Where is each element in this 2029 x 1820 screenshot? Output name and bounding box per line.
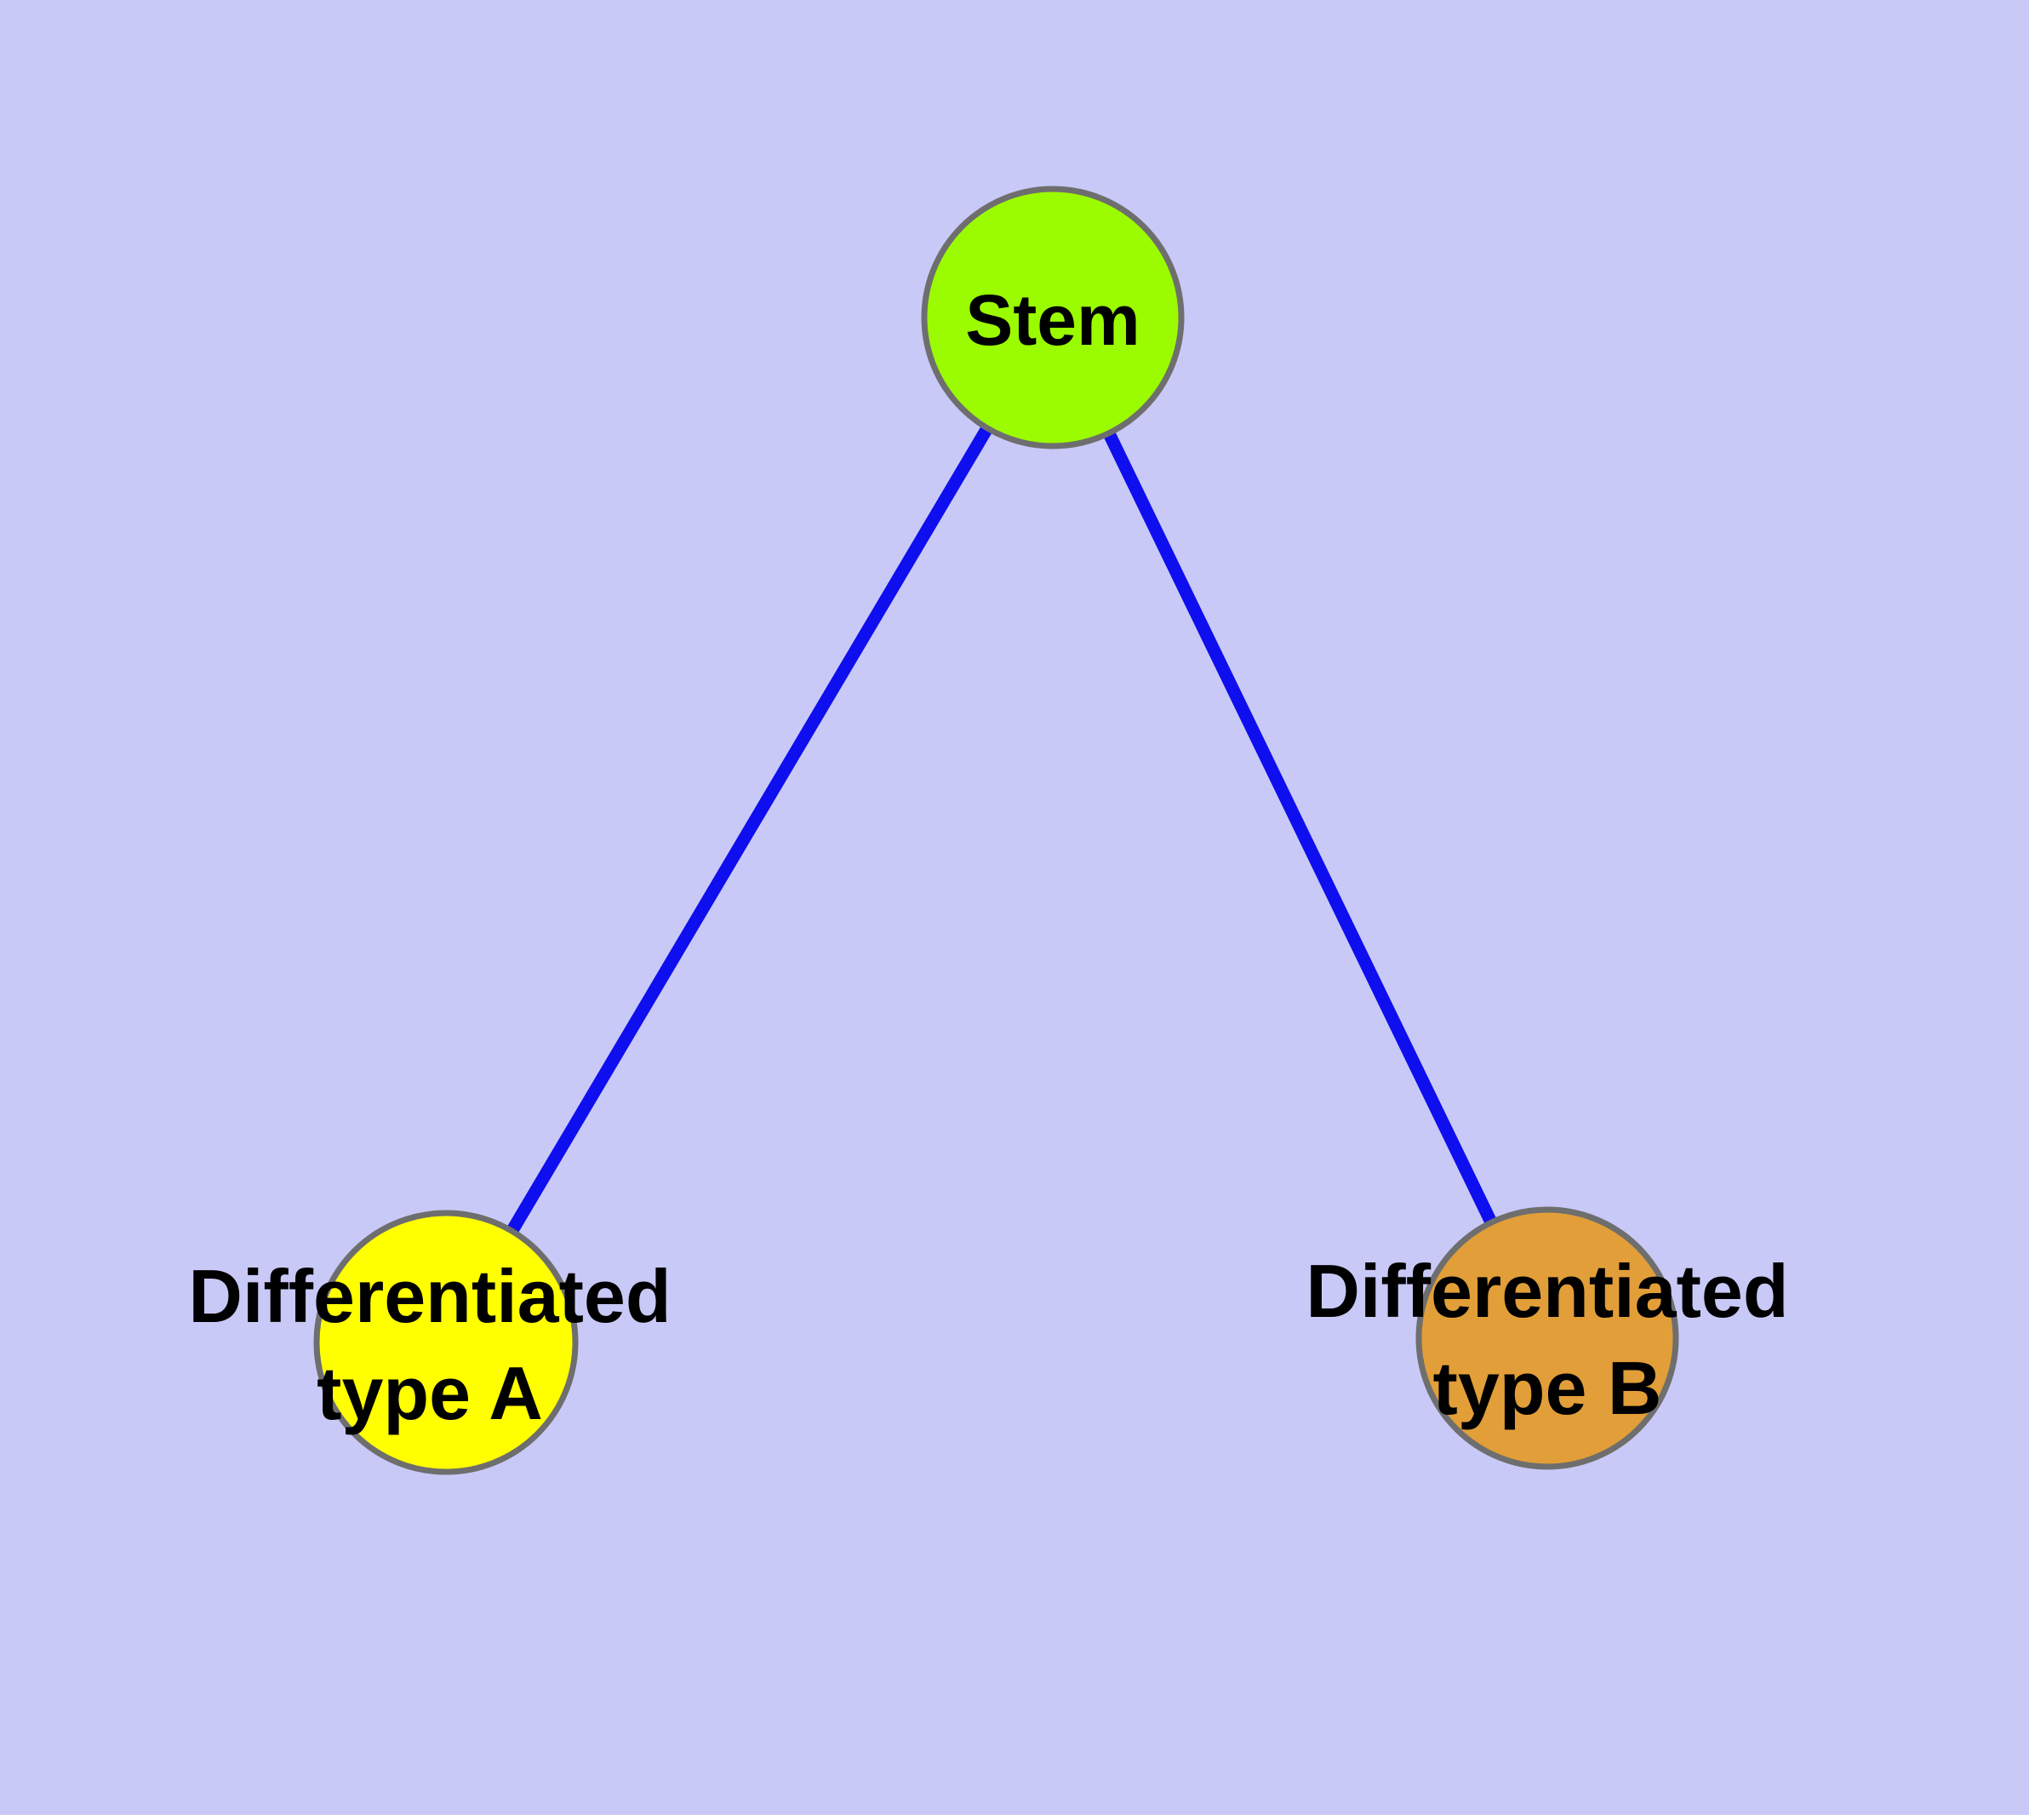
node-circle-differentiated-type-a bbox=[313, 1210, 579, 1475]
node-circle-differentiated-type-b bbox=[1415, 1206, 1679, 1470]
edge-stem-to-type-b bbox=[1047, 314, 1553, 1342]
node-circle-stem bbox=[921, 186, 1185, 449]
edge-stem-to-type-a bbox=[440, 314, 1059, 1346]
